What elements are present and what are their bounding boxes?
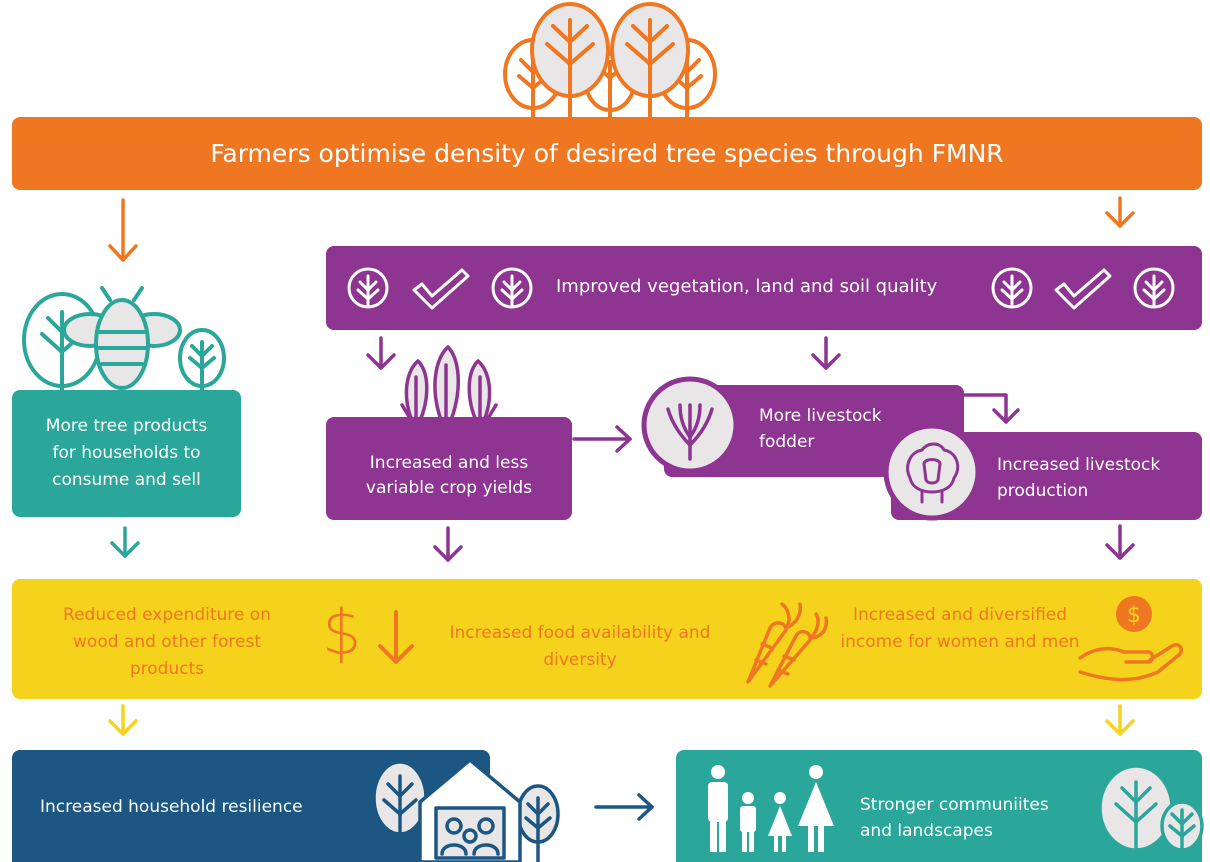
arrow-down-icon <box>433 526 463 562</box>
tree-products-box: More tree products for households to con… <box>12 390 241 517</box>
arrow-down-icon <box>1105 704 1135 736</box>
crop-yields-label: Increased and less variable crop yields <box>365 452 533 498</box>
arrow-down-icon <box>1105 196 1135 228</box>
income-label: Increased and diversified income for wom… <box>840 605 1080 652</box>
crop-yields-box: Increased and less variable crop yields <box>326 417 572 520</box>
arrow-down-icon <box>811 336 841 370</box>
trees-icon <box>1098 764 1204 862</box>
svg-text:$: $ <box>1127 603 1141 628</box>
dollar-symbol: $ <box>322 596 362 669</box>
check-icon <box>1054 268 1112 310</box>
arrow-right-icon <box>572 425 632 453</box>
vegetation-bar: Improved vegetation, land and soil quali… <box>326 246 1202 330</box>
resilience-label: Increased household resilience <box>40 797 303 817</box>
vegetation-label: Improved vegetation, land and soil quali… <box>556 276 938 297</box>
arrow-right-down-icon <box>962 393 1020 424</box>
house-family-icon <box>372 758 560 862</box>
arrow-down-icon <box>366 336 396 370</box>
arrow-down-icon <box>108 198 138 262</box>
family-icon <box>708 765 834 852</box>
communities-label: Stronger communiites and landscapes <box>860 795 1049 841</box>
arrow-down-icon <box>1105 524 1135 560</box>
tree-products-label: More tree products for households to con… <box>45 416 208 490</box>
fodder-label: More livestock fodder <box>759 406 882 452</box>
expenditure-label: Reduced expenditure on wood and other fo… <box>63 605 271 679</box>
arrow-down-icon <box>110 526 140 558</box>
arrow-down-icon <box>108 704 138 736</box>
carrot-icon <box>746 602 829 688</box>
leaf-icon <box>491 267 533 309</box>
trees-illustration <box>503 2 717 122</box>
fodder-plant-icon <box>641 376 739 474</box>
leaf-icon <box>1133 267 1175 309</box>
sheep-icon <box>883 423 981 521</box>
fmnr-title: Farmers optimise density of desired tree… <box>210 139 1004 168</box>
food-label: Increased food availability and diversit… <box>449 623 711 670</box>
fmnr-header-bar: Farmers optimise density of desired tree… <box>12 117 1202 190</box>
leaf-icon <box>991 267 1033 309</box>
livestock-label: Increased livestock production <box>997 455 1161 501</box>
hand-coin-icon: $ <box>1078 596 1184 682</box>
bee-trees-illustration <box>22 286 226 394</box>
leaf-icon <box>347 267 389 309</box>
arrow-right-icon <box>594 793 654 821</box>
outcomes-bar <box>12 579 1202 699</box>
check-icon <box>412 268 470 310</box>
arrow-down-icon <box>378 610 414 664</box>
